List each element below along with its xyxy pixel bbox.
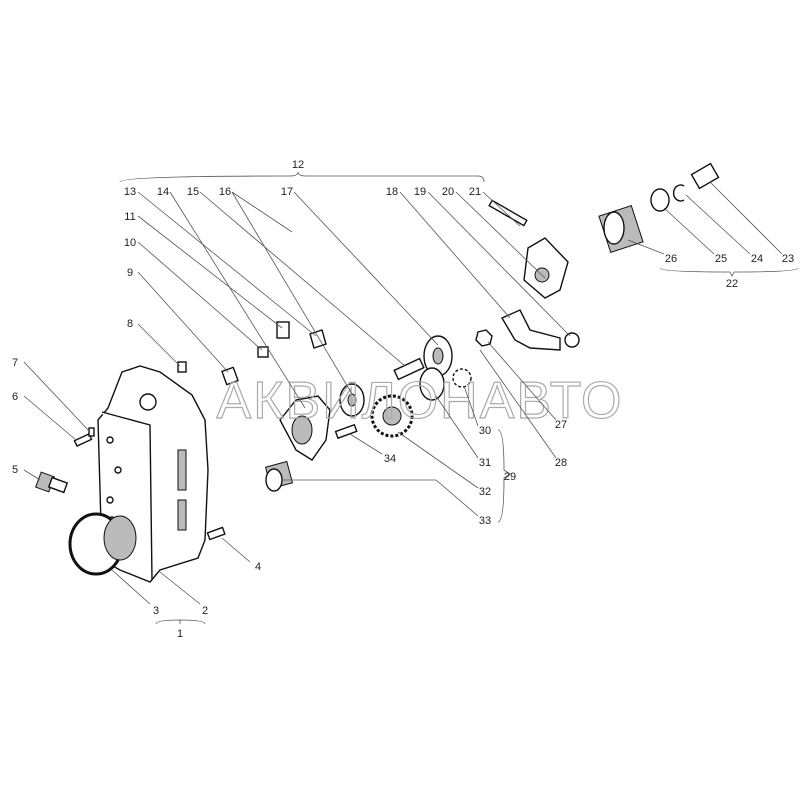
callout-3: 3 bbox=[153, 605, 159, 617]
callout-2: 2 bbox=[202, 605, 208, 617]
callout-15: 15 bbox=[187, 186, 199, 198]
callout-19: 19 bbox=[414, 186, 426, 198]
leader-line-17 bbox=[293, 191, 439, 346]
callout-4: 4 bbox=[255, 561, 261, 573]
leader-line-23 bbox=[709, 181, 783, 255]
callout-28: 28 bbox=[555, 457, 567, 469]
bracket-20 bbox=[523, 237, 569, 299]
leader-line-8 bbox=[137, 323, 181, 367]
leader-line-20 bbox=[455, 191, 546, 279]
leader-line-11 bbox=[137, 215, 283, 329]
washer-10 bbox=[257, 346, 269, 358]
bearing-25 bbox=[650, 188, 670, 212]
callout-22: 22 bbox=[726, 278, 738, 290]
callout-18: 18 bbox=[386, 186, 398, 198]
circlip-24 bbox=[672, 184, 685, 202]
leader-line-4 bbox=[221, 537, 251, 563]
callout-26: 26 bbox=[665, 253, 677, 265]
screw-9 bbox=[221, 366, 239, 386]
callout-32: 32 bbox=[479, 486, 491, 498]
callout-5: 5 bbox=[12, 464, 18, 476]
leader-line-24 bbox=[685, 194, 751, 255]
callout-17: 17 bbox=[281, 186, 293, 198]
leader-line-19 bbox=[427, 191, 571, 337]
callout-9: 9 bbox=[127, 267, 133, 279]
leader-line-2 bbox=[159, 571, 201, 605]
leader-line-10 bbox=[137, 241, 263, 351]
callout-31: 31 bbox=[479, 457, 491, 469]
screw-34 bbox=[334, 423, 358, 440]
leader-line-12 bbox=[119, 171, 485, 183]
callout-8: 8 bbox=[127, 318, 133, 330]
callout-27: 27 bbox=[555, 419, 567, 431]
callout-24: 24 bbox=[751, 253, 763, 265]
leader-line-15 bbox=[199, 191, 406, 367]
leader-line-31 bbox=[435, 395, 479, 459]
leader-line-22 bbox=[659, 267, 799, 277]
callout-6: 6 bbox=[12, 391, 18, 403]
leader-line-26 bbox=[627, 239, 665, 255]
callout-20: 20 bbox=[442, 186, 454, 198]
leader-line-25 bbox=[663, 207, 715, 255]
leader-line-5 bbox=[23, 469, 41, 481]
sleeve-26 bbox=[598, 205, 644, 253]
callout-29: 29 bbox=[504, 471, 516, 483]
callout-21: 21 bbox=[469, 186, 481, 198]
pin-7 bbox=[88, 427, 95, 437]
leader-lines bbox=[23, 171, 799, 625]
callout-25: 25 bbox=[715, 253, 727, 265]
leader-line-33 bbox=[282, 479, 479, 517]
lever bbox=[500, 309, 561, 351]
pin-8 bbox=[177, 361, 187, 373]
leader-line-18 bbox=[399, 191, 511, 319]
callout-12: 12 bbox=[292, 159, 304, 171]
screw-4 bbox=[206, 526, 226, 541]
callout-34: 34 bbox=[384, 453, 396, 465]
callout-30: 30 bbox=[479, 425, 491, 437]
pin-21 bbox=[488, 199, 528, 227]
callout-16: 16 bbox=[219, 186, 231, 198]
callout-23: 23 bbox=[782, 253, 794, 265]
leader-line-9 bbox=[137, 271, 229, 373]
star-wheel-30 bbox=[452, 368, 472, 388]
leader-line-13 bbox=[137, 191, 317, 337]
plug-23 bbox=[690, 162, 720, 190]
roller-19 bbox=[564, 332, 580, 348]
leader-line-1 bbox=[155, 619, 206, 625]
disc-31 bbox=[419, 367, 445, 401]
leader-line-28 bbox=[479, 349, 557, 459]
leader-line-6 bbox=[23, 395, 77, 441]
plug-11 bbox=[276, 321, 290, 339]
leader-line-3 bbox=[111, 569, 151, 605]
bush-33 bbox=[264, 460, 294, 492]
watermark: АКВИЛОНАВТО bbox=[217, 372, 624, 430]
leader-line-7 bbox=[23, 361, 91, 433]
callout-7: 7 bbox=[12, 357, 18, 369]
leader-line-21 bbox=[482, 191, 521, 227]
leader-line-29 bbox=[497, 429, 511, 523]
leader-line-14 bbox=[169, 191, 306, 409]
leader-line-16 bbox=[231, 191, 353, 395]
leader-line-30 bbox=[463, 385, 479, 427]
shaft-15 bbox=[393, 357, 425, 381]
bolt-5 bbox=[35, 471, 69, 494]
callout-1: 1 bbox=[177, 628, 183, 640]
leader-line-27 bbox=[487, 341, 557, 421]
callout-33: 33 bbox=[479, 515, 491, 527]
callout-10: 10 bbox=[124, 237, 136, 249]
leader-line-34 bbox=[349, 433, 383, 455]
parts bbox=[35, 162, 720, 583]
callout-13: 13 bbox=[124, 186, 136, 198]
leader-line-32 bbox=[397, 431, 479, 489]
callout-11: 11 bbox=[124, 211, 135, 223]
callout-14: 14 bbox=[157, 186, 169, 198]
